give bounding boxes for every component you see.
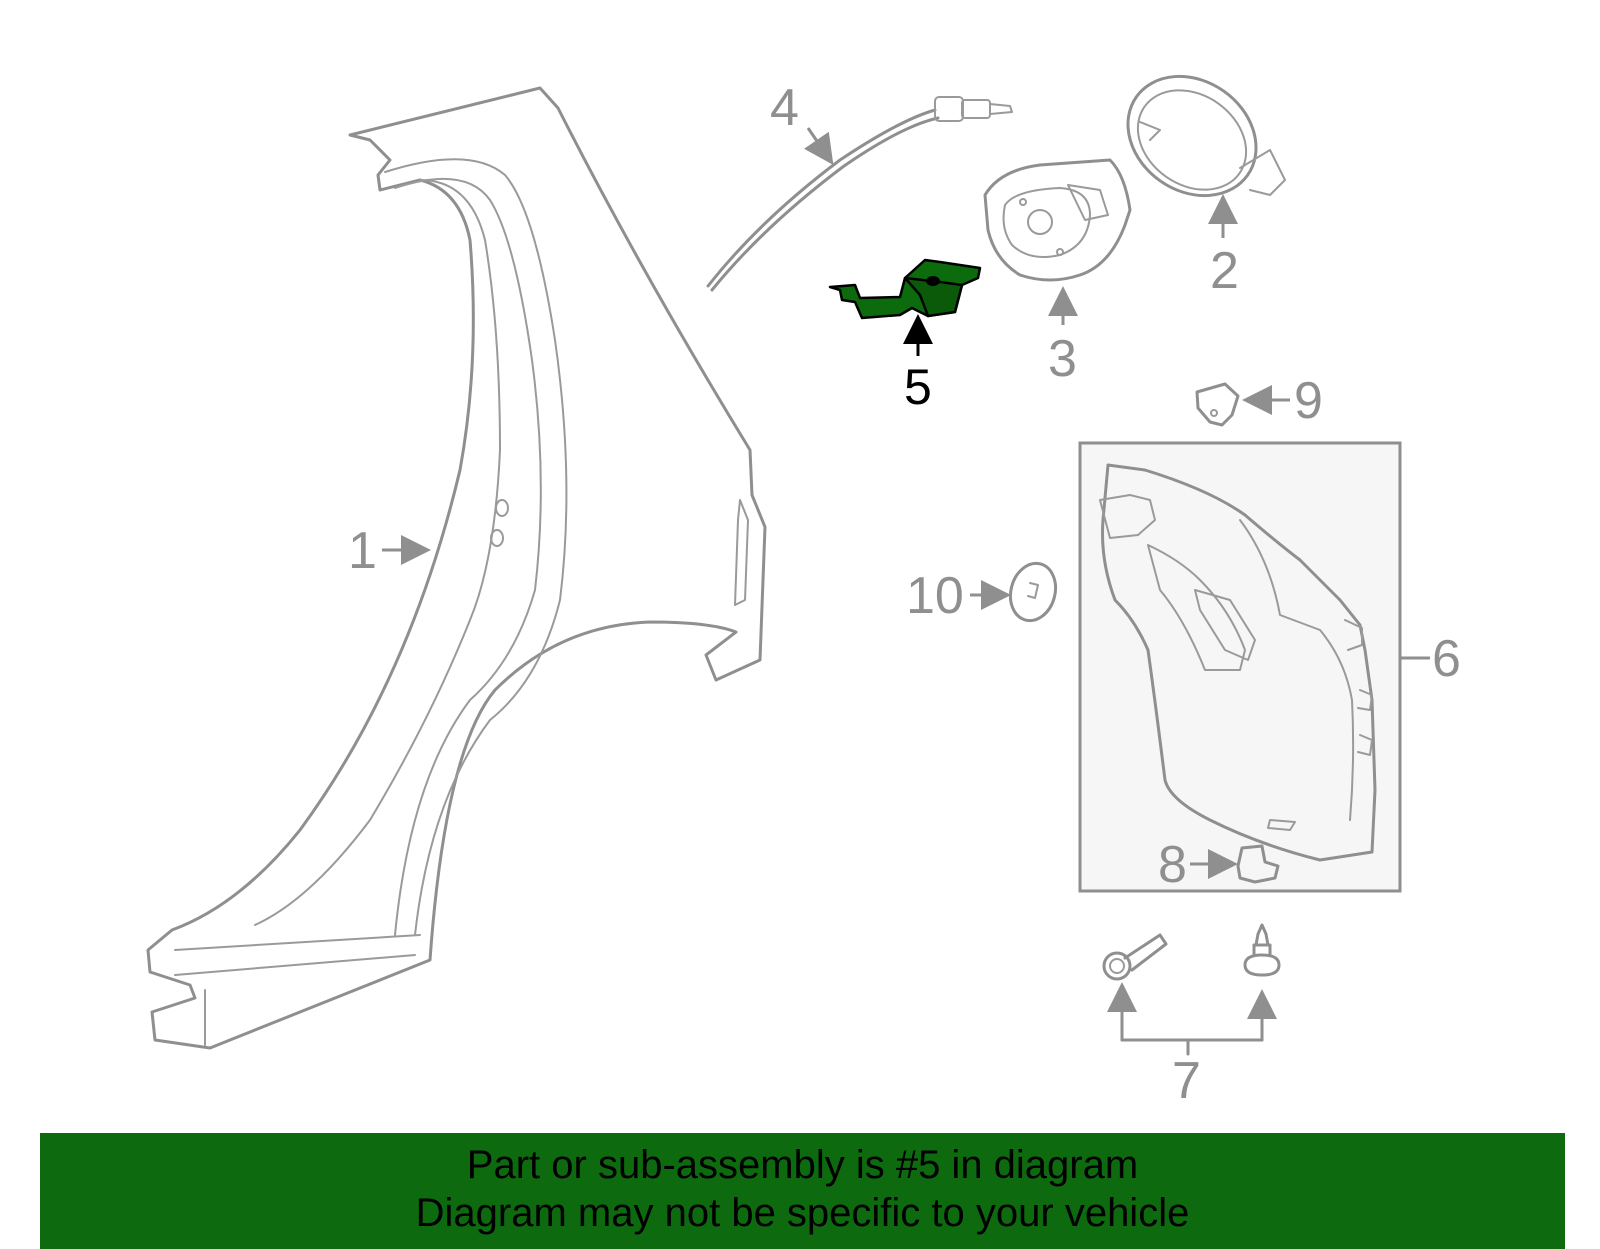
callout-3: 3	[1048, 330, 1077, 388]
banner-line-1: Part or sub-assembly is #5 in diagram	[466, 1143, 1139, 1187]
callout-8: 8	[1158, 836, 1187, 894]
callout-6: 6	[1432, 630, 1461, 688]
bracket-part-highlighted	[828, 258, 982, 320]
callout-4: 4	[770, 79, 799, 137]
banner-line-2: Diagram may not be specific to your vehi…	[415, 1191, 1190, 1235]
callout-10: 10	[906, 567, 964, 625]
leader-arrows	[382, 127, 1430, 879]
liner-box	[1078, 441, 1402, 893]
callout-2: 2	[1210, 242, 1239, 300]
callout-1: 1	[348, 522, 377, 580]
fuel-door-part	[1126, 74, 1286, 198]
callout-5: 5	[904, 359, 932, 415]
filler-housing-part	[983, 158, 1132, 282]
callout-labels: 1 2 3 4 5 6 7 8 9 10	[348, 79, 1461, 1110]
release-cable-part	[706, 96, 1013, 292]
clip-9-part	[1195, 382, 1240, 427]
quarter-panel-part	[146, 86, 767, 1050]
parts-diagram: 1 2 3 4 5 6 7 8 9 10	[146, 74, 1461, 1110]
info-banner: Part or sub-assembly is #5 in diagram Di…	[40, 1133, 1565, 1249]
callout-9: 9	[1294, 372, 1323, 430]
plug-10-part	[1008, 561, 1058, 623]
nut-8-part	[1236, 844, 1280, 884]
screws-7-part	[1102, 923, 1281, 1056]
callout-7: 7	[1172, 1052, 1201, 1110]
